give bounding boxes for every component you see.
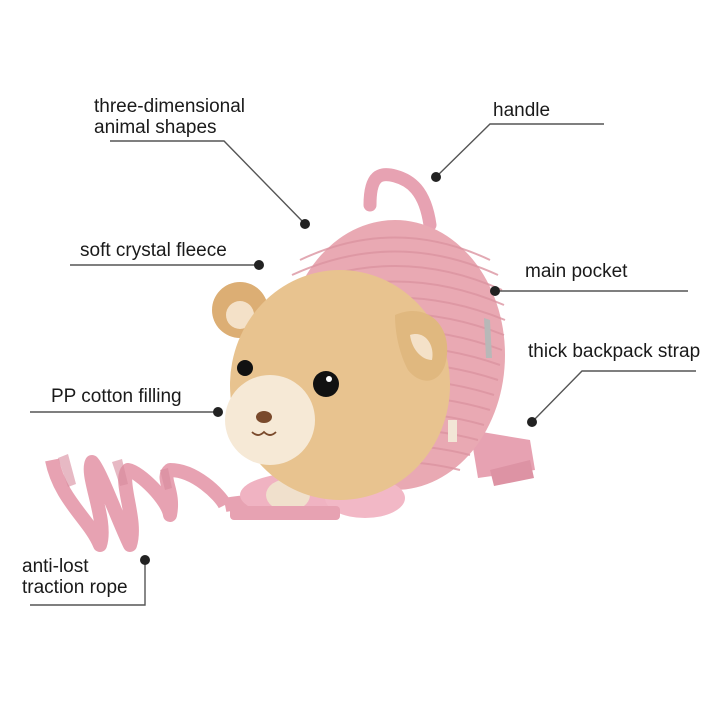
leader-line-handle bbox=[435, 123, 604, 178]
callout-anti-lost-traction-rope: anti-lost traction rope bbox=[22, 556, 128, 598]
leader-line-thick-backpack-strap bbox=[531, 370, 696, 423]
callout-dot-soft-crystal-fleece bbox=[254, 260, 264, 270]
callout-pp-cotton-filling: PP cotton filling bbox=[51, 386, 182, 407]
callout-handle: handle bbox=[493, 100, 550, 121]
callout-three-dimensional-animal-shapes: three-dimensional animal shapes bbox=[94, 96, 245, 138]
handle-strap bbox=[363, 168, 437, 232]
callout-soft-crystal-fleece: soft crystal fleece bbox=[80, 240, 227, 261]
callout-dot-anti-lost-traction-rope bbox=[140, 555, 150, 565]
callout-text-line: three-dimensional bbox=[94, 96, 246, 117]
callout-text-line: thick backpack strap bbox=[528, 341, 701, 362]
callout-text-line: soft crystal fleece bbox=[80, 240, 227, 261]
callout-text-line: PP cotton filling bbox=[51, 386, 182, 407]
callout-dot-main-pocket bbox=[490, 286, 500, 296]
callout-text-line: animal shapes bbox=[94, 117, 217, 138]
leader-line-anti-lost-traction-rope bbox=[30, 562, 146, 606]
callout-text-line: handle bbox=[493, 100, 551, 121]
bear-head bbox=[212, 270, 450, 500]
leader-line-three-dimensional bbox=[110, 140, 306, 225]
callout-text-line: anti-lost bbox=[22, 556, 89, 577]
callout-thick-backpack-strap: thick backpack strap bbox=[528, 341, 700, 362]
callout-main-pocket: main pocket bbox=[525, 261, 627, 282]
callout-dot-handle bbox=[431, 172, 441, 182]
callout-dot-thick-backpack-strap bbox=[527, 417, 537, 427]
callout-dot-three-dimensional bbox=[300, 219, 310, 229]
callout-dot-pp-cotton-filling bbox=[213, 407, 223, 417]
callout-text-line: main pocket bbox=[525, 261, 628, 282]
callout-text-line: traction rope bbox=[22, 577, 128, 598]
